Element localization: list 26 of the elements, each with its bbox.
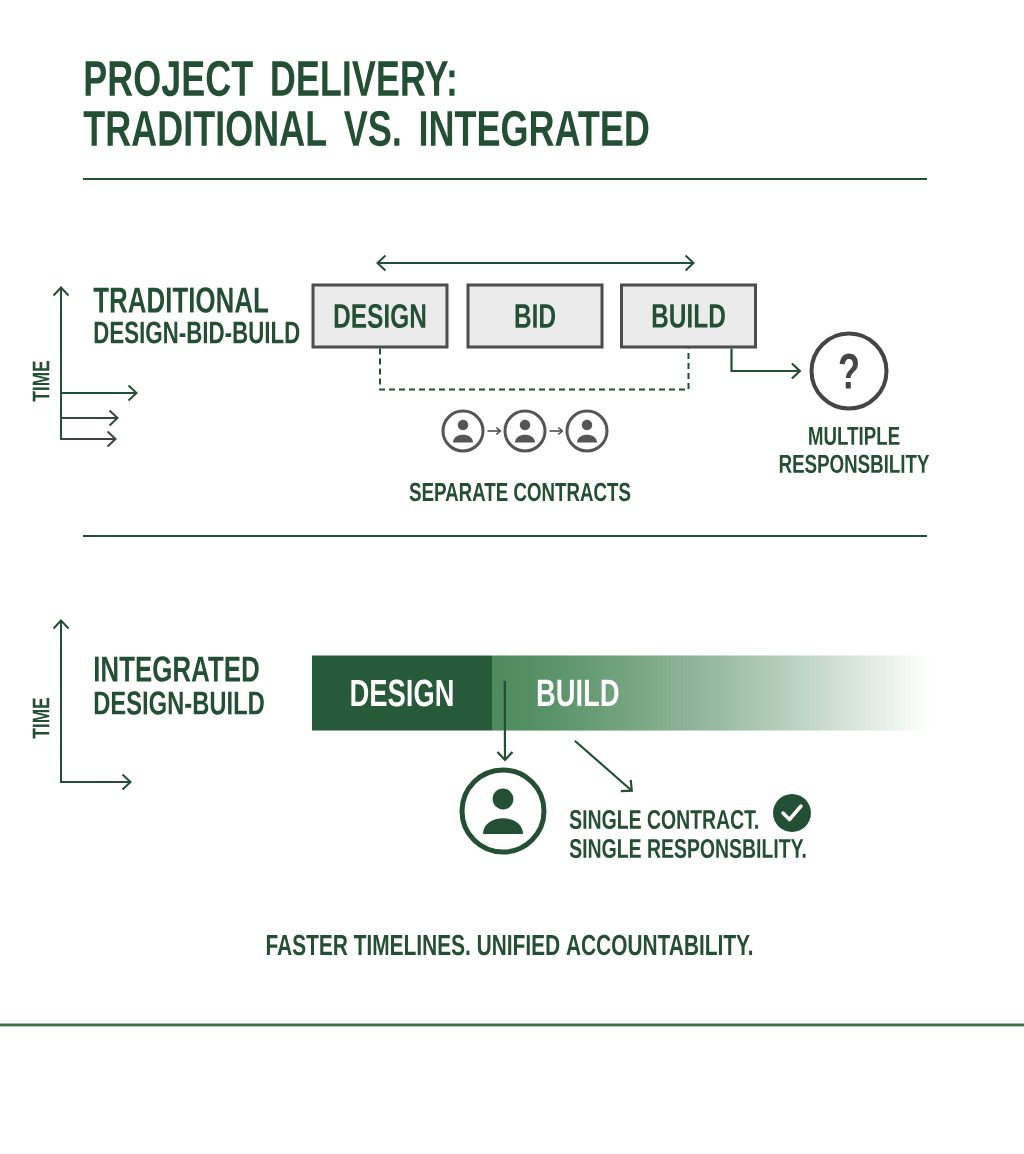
section-heading: INTEGRATED [94, 656, 259, 682]
axis-label: TIME [32, 361, 50, 402]
section-heading: TRADITIONAL [93, 287, 269, 313]
arrow [730, 348, 802, 380]
person-icon [565, 409, 609, 453]
phase-box: BUILD [620, 283, 757, 349]
title: PROJECT DELIVERY: TRADITIONAL VS. INTEGRATED [83, 60, 649, 147]
arrow [574, 739, 633, 793]
arrow [496, 680, 514, 762]
arrow [548, 426, 564, 436]
phase-bar: BUILD [492, 655, 930, 731]
caption-text: SEPARATE CONTRACTS [409, 482, 631, 502]
annotation-text: MULTIPLE RESPONSBILITY [779, 426, 930, 474]
statement-text: SINGLE CONTRACT. SINGLE RESPONSBILITY. [569, 809, 806, 859]
node-label: BUILD [537, 679, 619, 707]
arrow [486, 426, 502, 436]
phase-box: BID [466, 283, 604, 349]
phase-box: DESIGN [311, 283, 449, 349]
person-icon [503, 409, 547, 453]
tagline: FASTER TIMELINES. UNIFIED ACCOUNTABILITY. [266, 934, 753, 956]
phase-bar: DESIGN [312, 655, 492, 731]
dashed-connector [379, 347, 690, 391]
person-icon [441, 409, 485, 453]
section-subheading: DESIGN-BUILD [94, 691, 264, 715]
person-icon [459, 767, 547, 855]
axis-label: TIME [32, 698, 50, 739]
